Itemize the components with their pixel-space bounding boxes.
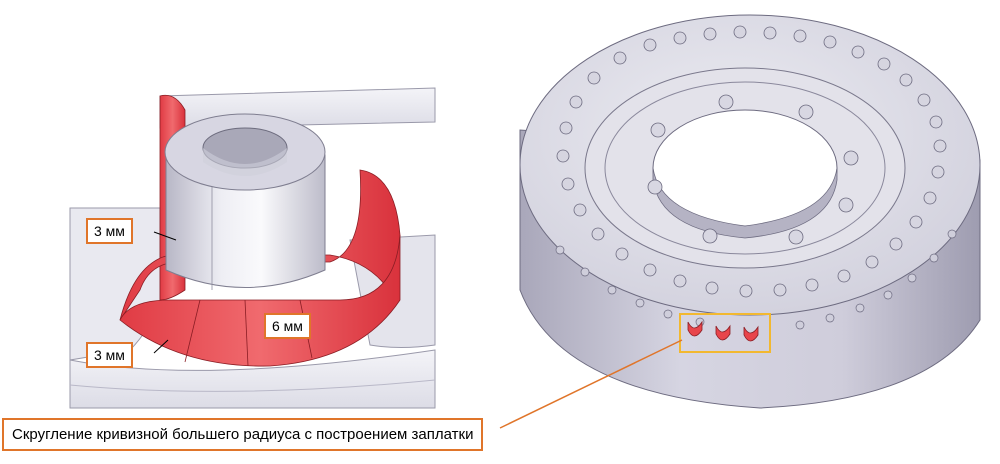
drum-part [519, 14, 981, 409]
fillet-3mm-top-label: 3 мм [86, 218, 133, 244]
fillet-6mm-label: 6 мм [264, 313, 311, 339]
bolt-ring [556, 25, 947, 298]
detail-view [69, 87, 436, 409]
highlight-box [679, 313, 771, 353]
rim-bolts [555, 229, 957, 330]
boss-cylinder [165, 154, 326, 288]
caption-box: Скругление кривизной большего радиуса с … [2, 418, 484, 451]
boss-fillet-lower [119, 234, 401, 367]
fillet-3mm-bottom-label: 3 мм [86, 342, 133, 368]
hole-lugs [647, 94, 859, 245]
highlighted-fillets [687, 320, 759, 342]
caption-leader [499, 339, 683, 429]
